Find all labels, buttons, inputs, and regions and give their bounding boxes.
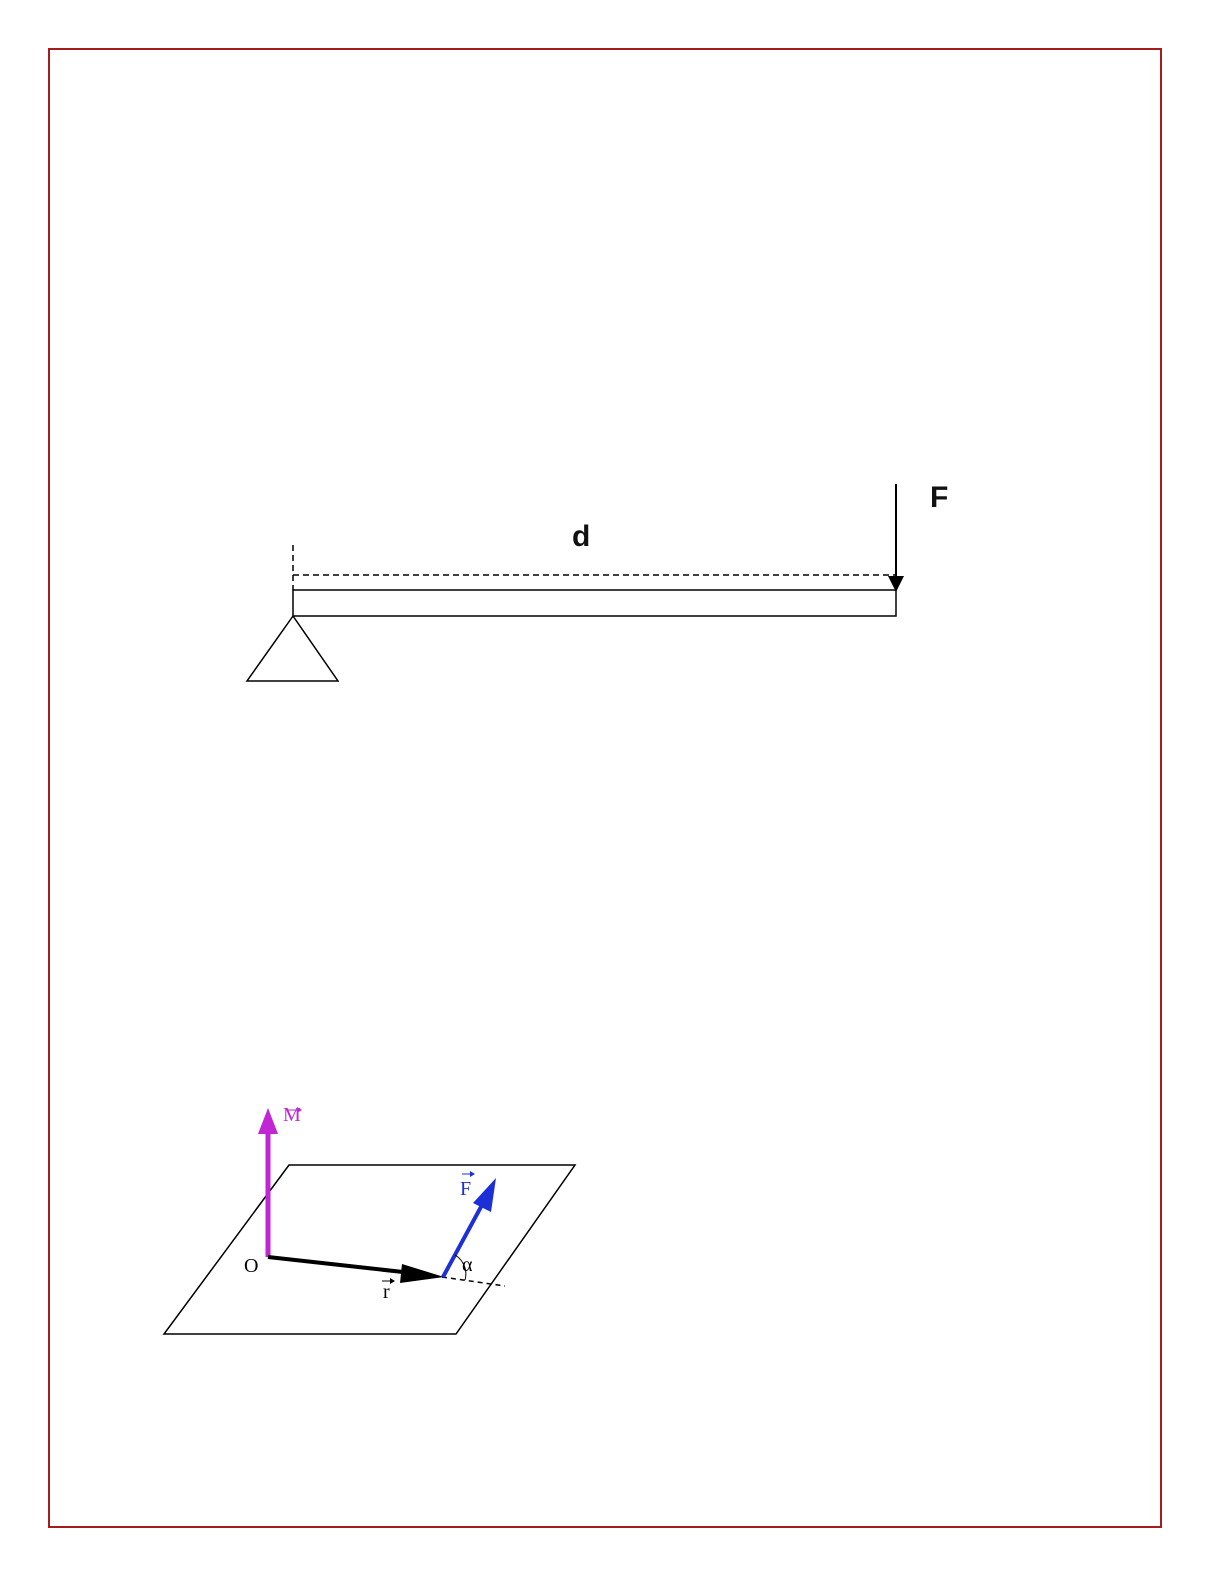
beam — [293, 590, 896, 616]
moment-label-text: M — [283, 1104, 301, 1126]
force-vector-label-text: F — [460, 1178, 471, 1200]
moment-vector-head — [258, 1108, 278, 1134]
moment-label: M — [283, 1104, 302, 1126]
origin-label: O — [244, 1255, 258, 1277]
distance-label: d — [572, 520, 590, 553]
plane — [164, 1165, 575, 1334]
moment-diagram: M F r O α — [164, 1104, 575, 1334]
angle-label: α — [462, 1254, 473, 1276]
beam-diagram: d F — [247, 481, 948, 681]
pivot-support — [247, 616, 338, 681]
position-vector-label-text: r — [383, 1281, 390, 1303]
force-label: F — [930, 481, 948, 514]
